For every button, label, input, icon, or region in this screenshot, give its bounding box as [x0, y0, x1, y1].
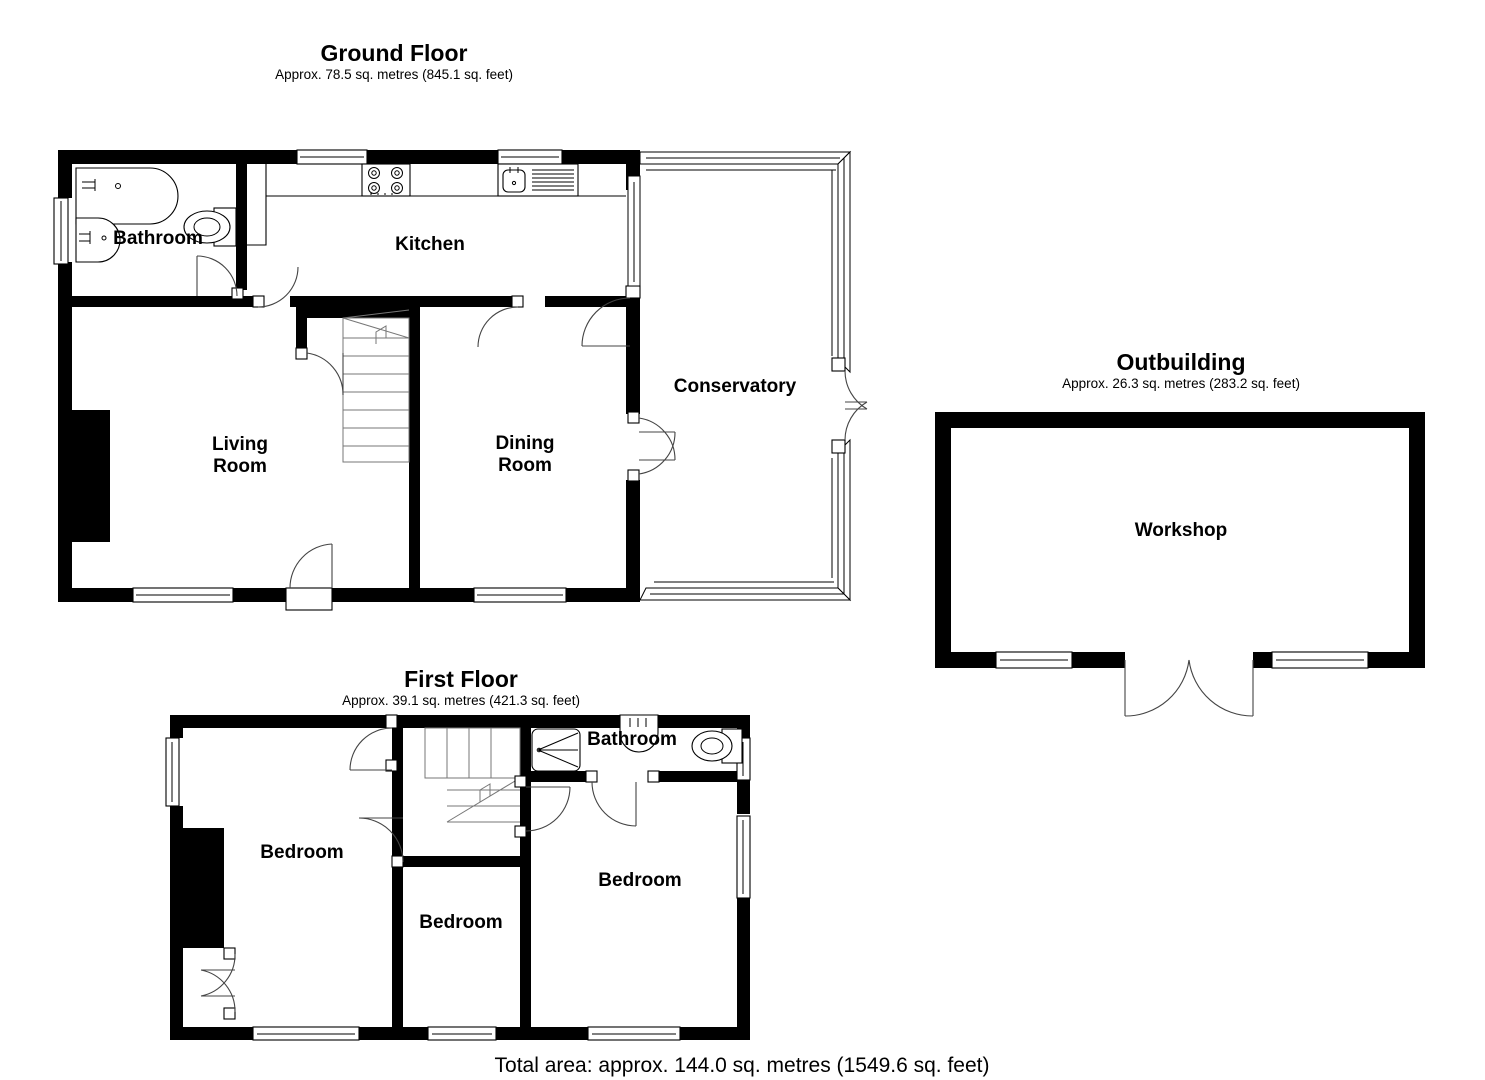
window-bedroom1-bottom: [252, 1026, 360, 1041]
chimney-breast-ground: [62, 410, 110, 542]
window-kitchen-top-right: [497, 149, 563, 165]
ground-floor-windows: [53, 149, 567, 603]
conservatory-external-doors: [831, 357, 868, 454]
front-door: [285, 543, 333, 611]
room-label-kitchen: Kitchen: [395, 234, 465, 255]
ground-floor-walls: [58, 150, 640, 602]
window-living-bottom: [132, 587, 234, 603]
door-bedroom3: [358, 817, 404, 868]
door-kitchen-conservatory: [581, 285, 641, 347]
window-dining-bottom: [473, 587, 567, 603]
first-floor-area: Approx. 39.1 sq. metres (421.3 sq. feet): [342, 693, 580, 708]
first-floor-title: First Floor: [404, 666, 518, 692]
kitchen-fixtures: [247, 163, 626, 246]
room-label-bedroom-3: Bedroom: [419, 912, 502, 933]
door-hall-stair: [295, 347, 344, 396]
bathroom-fixtures-first: [531, 714, 743, 772]
ground-floor-doors: [196, 255, 676, 611]
ground-floor-plan: Bathroom Kitchen Living Room Dining Room…: [53, 149, 868, 611]
door-bedroom2: [514, 775, 571, 838]
window-bedroom2-bottom: [587, 1026, 681, 1041]
door-dining-room: [477, 295, 524, 348]
wash-basin-icon-ground: [75, 217, 121, 263]
window-bedroom3-bottom: [427, 1026, 497, 1041]
conservatory-structure: [627, 150, 868, 602]
first-floor-labels: Bedroom Bedroom Bedroom Bathroom: [260, 729, 681, 933]
ground-floor-header: Ground Floor Approx. 78.5 sq. metres (84…: [275, 40, 513, 82]
ground-floor-title: Ground Floor: [321, 40, 468, 66]
total-area-label: Total area: approx. 144.0 sq. metres (15…: [495, 1054, 990, 1077]
chimney-breast-first: [174, 828, 224, 948]
room-label-workshop: Workshop: [1135, 520, 1228, 541]
outbuilding-area: Approx. 26.3 sq. metres (283.2 sq. feet): [1062, 376, 1300, 391]
ground-floor-area: Approx. 78.5 sq. metres (845.1 sq. feet): [275, 67, 513, 82]
room-label-bathroom-first: Bathroom: [587, 729, 677, 750]
door-living-room: [252, 266, 299, 308]
window-bathroom-left: [53, 197, 69, 265]
ground-floor-labels: Bathroom Kitchen Living Room Dining Room…: [113, 228, 797, 477]
window-kitchen-top-left: [296, 149, 368, 165]
outbuilding-header: Outbuilding Approx. 26.3 sq. metres (283…: [1062, 349, 1300, 391]
staircase-first: [424, 727, 521, 823]
door-bedroom1: [349, 714, 398, 772]
window-workshop-left: [995, 651, 1073, 669]
outbuilding-plan: Workshop: [935, 412, 1425, 717]
window-bedroom1-left: [165, 737, 180, 807]
door-bathroom-ground: [196, 255, 244, 300]
first-floor-doors: [200, 714, 660, 1020]
wash-basin-icon-first: [619, 714, 659, 753]
toilet-icon-first: [691, 728, 743, 764]
hob-icon: [361, 163, 411, 197]
staircase-ground: [342, 309, 410, 463]
outbuilding-windows: [995, 651, 1369, 669]
room-label-dining-room-line1: Dining: [495, 433, 554, 454]
outbuilding-title: Outbuilding: [1116, 349, 1245, 375]
room-label-bedroom-2: Bedroom: [598, 870, 681, 891]
toilet-icon-ground: [183, 207, 237, 247]
room-label-bedroom-1: Bedroom: [260, 842, 343, 863]
bathtub-icon: [75, 167, 179, 225]
bathroom-fixtures-ground: [75, 167, 237, 263]
room-label-conservatory: Conservatory: [674, 376, 797, 397]
room-label-living-room-line2: Room: [213, 456, 267, 477]
first-floor-plan: Bedroom Bedroom Bedroom Bathroom: [165, 714, 751, 1041]
kitchen-sink-icon: [497, 163, 579, 197]
window-workshop-right: [1271, 651, 1369, 669]
french-doors-dining-conservatory: [627, 411, 676, 482]
door-bathroom-first: [585, 770, 660, 827]
first-floor-header: First Floor Approx. 39.1 sq. metres (421…: [342, 666, 580, 708]
wardrobe-doors-bedroom1: [200, 947, 236, 1020]
room-label-dining-room-line2: Room: [498, 455, 552, 476]
workshop-double-doors: [1124, 659, 1254, 717]
window-bedroom2-right: [736, 815, 751, 899]
room-label-living-room-line1: Living: [212, 434, 268, 455]
room-label-bathroom-ground: Bathroom: [113, 228, 203, 249]
shower-tray-icon: [531, 728, 581, 772]
